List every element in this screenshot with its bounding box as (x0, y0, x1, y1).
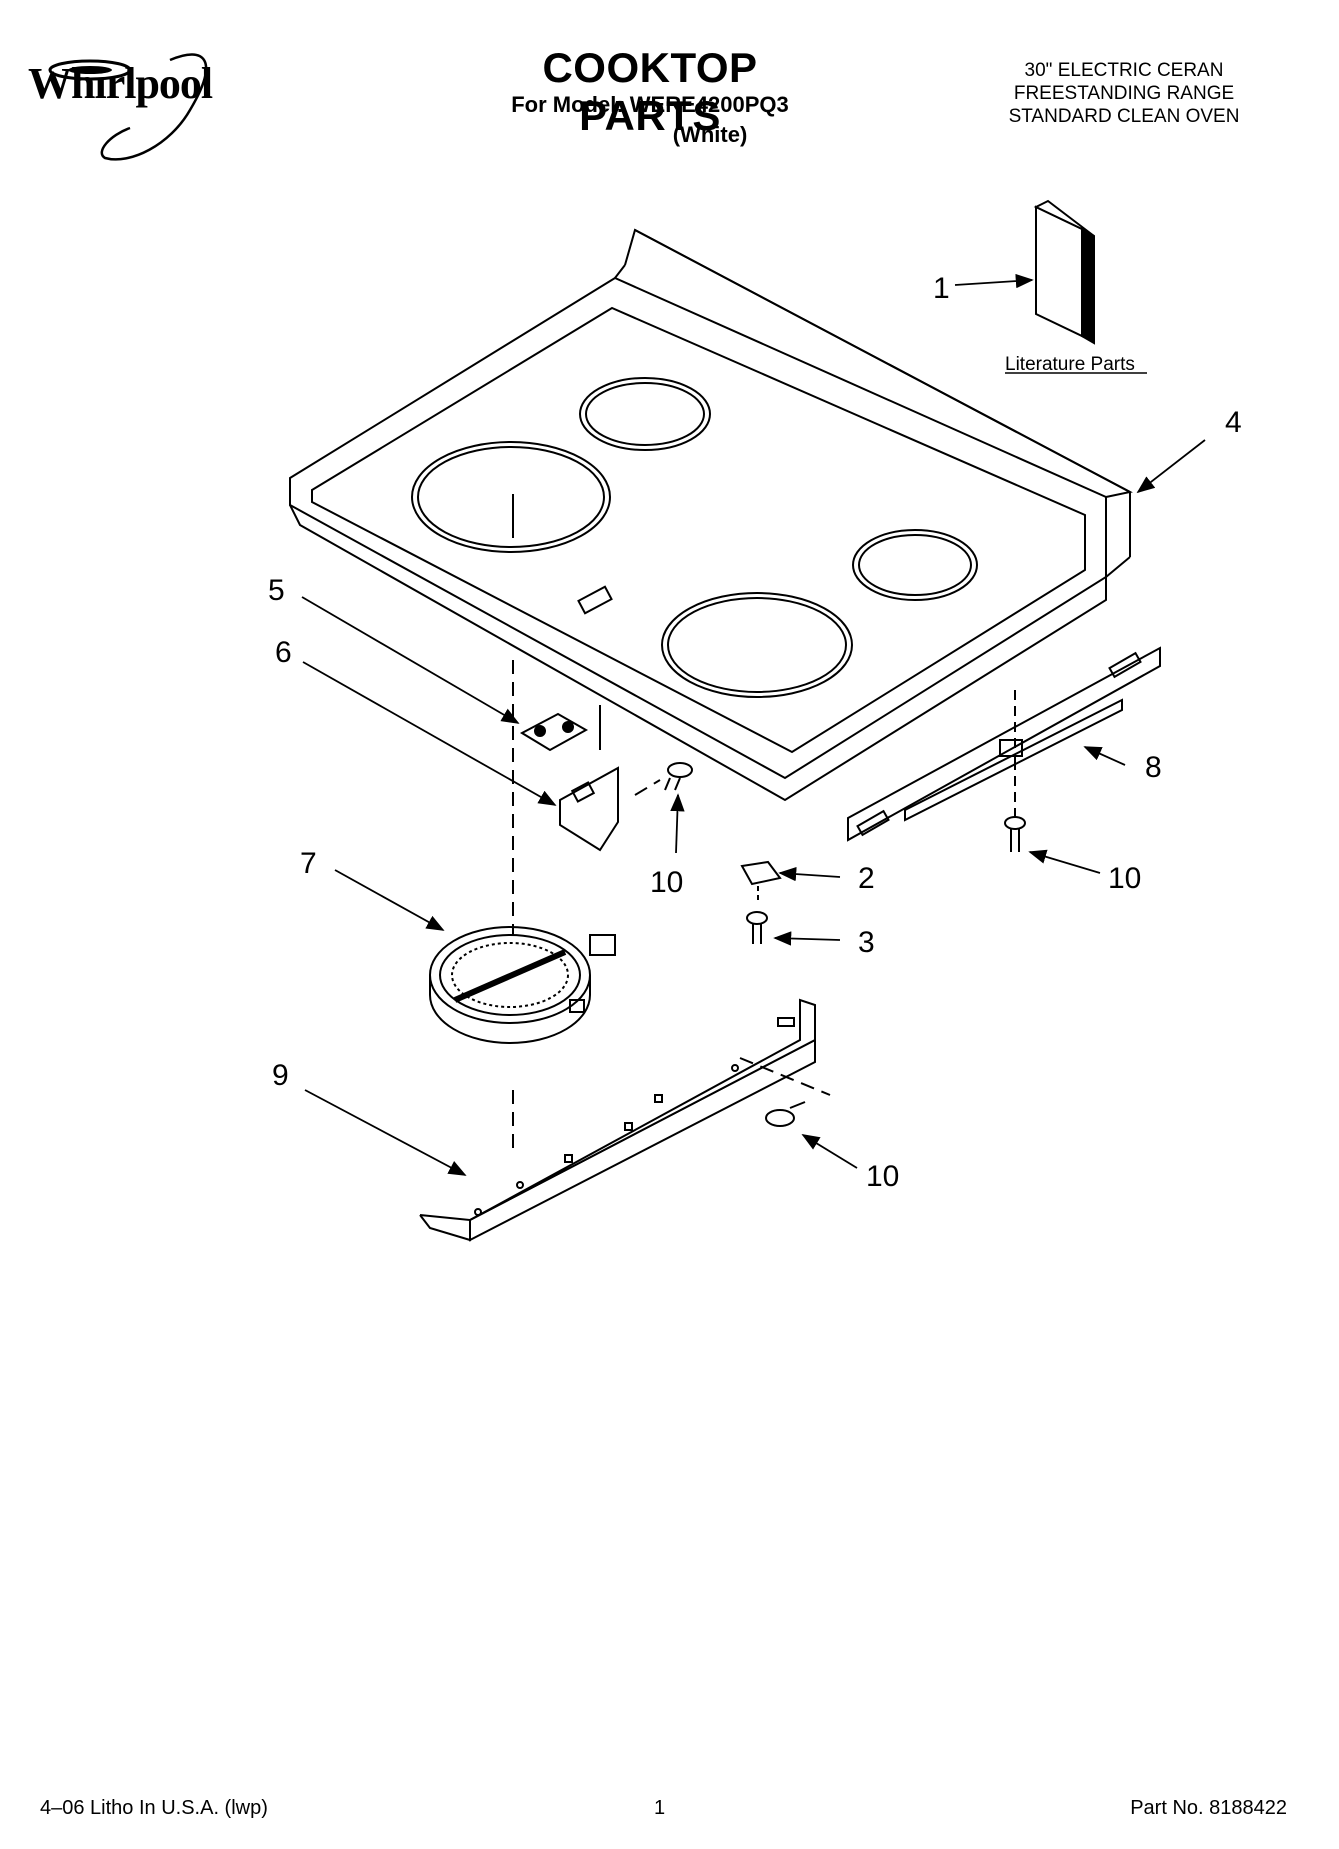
callout-4: 4 (1225, 406, 1242, 439)
callout-10c: 10 (866, 1160, 899, 1193)
page-number: 1 (654, 1797, 666, 1819)
model-line: For Model: WERE4200PQ3 (511, 92, 789, 117)
front-support-bracket (419, 998, 816, 1242)
callout-7: 7 (300, 847, 317, 880)
brand-name: Whirlpool (28, 59, 213, 108)
cooktop-main-top (289, 228, 1133, 802)
model-color: (White) (672, 122, 748, 147)
footer-litho: 4–06 Litho In U.S.A. (lwp) (40, 1797, 268, 1819)
screw-10a (664, 762, 693, 791)
page-title: COOKTOP PARTS (542, 44, 758, 139)
whirlpool-logo (20, 40, 260, 170)
logo-swirl-icon (48, 53, 208, 161)
callout-3: 3 (858, 926, 875, 959)
callout-1: 1 (933, 272, 950, 305)
callout-9: 9 (272, 1059, 289, 1092)
description-line-3: STANDARD CLEAN OVEN (1008, 106, 1240, 127)
part-number: Part No. 8188422 (1130, 1797, 1287, 1819)
screw-10b (1004, 816, 1026, 852)
callout-10a: 10 (650, 866, 683, 899)
callout-10b: 10 (1108, 862, 1141, 895)
rear-rail (847, 646, 1161, 842)
mounting-bracket (559, 766, 619, 852)
screw-3 (746, 911, 768, 944)
clip (740, 860, 782, 900)
callout-6: 6 (275, 636, 292, 669)
radiant-element (429, 926, 616, 1044)
literature-parts-label: Literature Parts (1005, 354, 1135, 375)
callout-2: 2 (858, 862, 875, 895)
description-line-2: FREESTANDING RANGE (1013, 83, 1235, 104)
leader-lines (301, 273, 1206, 1176)
alignment-lines (512, 660, 831, 1155)
callout-5: 5 (268, 574, 285, 607)
description-line-1: 30" ELECTRIC CERAN (1024, 60, 1224, 81)
terminal-block (519, 705, 601, 752)
callout-8: 8 (1145, 751, 1162, 784)
literature-booklet (1033, 199, 1095, 345)
screw-10c (765, 1101, 806, 1127)
